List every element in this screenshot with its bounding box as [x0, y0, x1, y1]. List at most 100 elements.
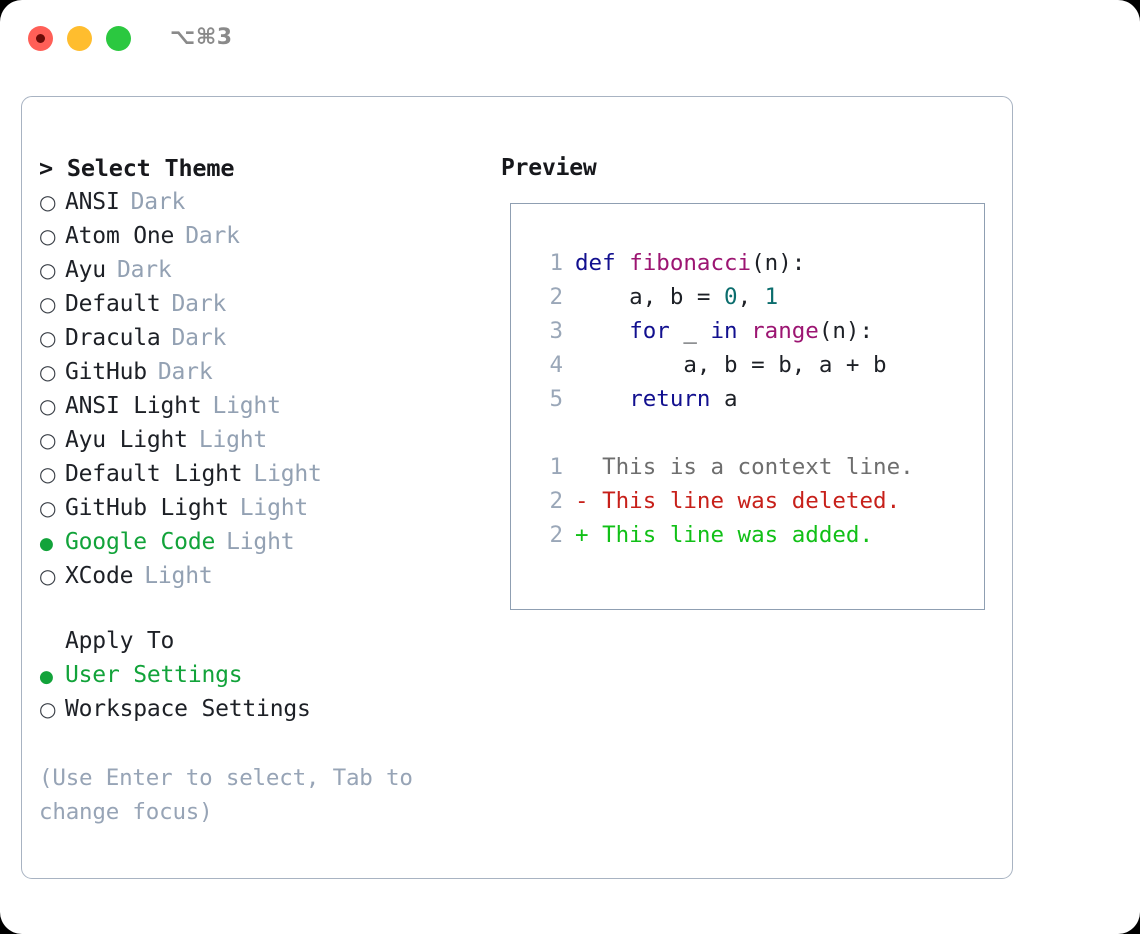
radio-unselected-icon[interactable]: ○: [39, 394, 57, 418]
theme-item-variant-tag: Dark: [185, 223, 240, 249]
code-line-content: return a: [575, 382, 738, 416]
theme-item-variant-tag: Light: [253, 461, 322, 487]
diff-marker: [575, 450, 602, 484]
theme-item-label: Ayu Light: [65, 427, 188, 453]
radio-unselected-icon[interactable]: ○: [39, 697, 57, 721]
code-line: 5 return a: [533, 382, 914, 416]
code-token: [575, 386, 629, 412]
radio-unselected-icon[interactable]: ○: [39, 190, 57, 214]
code-token: range: [751, 318, 819, 344]
minimize-button[interactable]: [67, 26, 92, 51]
code-line-content: for _ in range(n):: [575, 314, 873, 348]
theme-item-variant-tag: Light: [239, 495, 309, 521]
code-token: fibonacci: [629, 250, 752, 276]
diff-marker: +: [575, 522, 603, 548]
code-token: (n):: [818, 318, 874, 344]
code-token: _: [669, 318, 711, 344]
theme-item-label: Default Light: [65, 461, 243, 487]
diff-line-content: This line was deleted.: [602, 488, 901, 514]
theme-item-label: ANSI: [65, 189, 120, 215]
theme-item-github-light[interactable]: ○ GitHub Light Light: [39, 491, 484, 525]
line-number: 5: [549, 386, 563, 412]
theme-selector-header: > Select Theme: [39, 154, 235, 182]
code-line: 2 a, b = 0, 1: [533, 280, 914, 314]
theme-item-label: GitHub: [65, 359, 147, 385]
code-line: 1 def fibonacci(n):: [533, 246, 914, 280]
line-number: 3: [549, 318, 563, 344]
theme-item-xcode[interactable]: ○ XCode Light: [39, 559, 484, 593]
theme-item-ayu[interactable]: ○ Ayu Dark: [39, 253, 484, 287]
theme-item-dracula[interactable]: ○ Dracula Dark: [39, 321, 484, 355]
diff-line: 1 This is a context line.: [533, 450, 914, 484]
apply-to-group: Apply To ● User Settings ○ Workspace Settin…: [39, 624, 484, 726]
theme-item-variant-tag: Dark: [157, 359, 213, 385]
code-token: for: [629, 318, 670, 344]
apply-to-header: Apply To: [65, 628, 175, 654]
code-token: [575, 318, 629, 344]
radio-unselected-icon[interactable]: ○: [39, 224, 57, 248]
apply-to-option-label: User Settings: [65, 662, 243, 688]
theme-item-ansi[interactable]: ○ ANSI Dark: [39, 185, 484, 219]
theme-item-label: XCode: [65, 563, 134, 589]
theme-item-ayu-light[interactable]: ○ Ayu Light Light: [39, 423, 484, 457]
code-token: [738, 318, 752, 344]
apply-to-option-workspace-settings[interactable]: ○ Workspace Settings: [39, 692, 484, 726]
theme-item-label: GitHub Light: [65, 495, 229, 521]
window-shortcut-label: ⌥⌘3: [170, 25, 233, 50]
theme-item-atom-one[interactable]: ○ Atom One Dark: [39, 219, 484, 253]
theme-item-default-light[interactable]: ○ Default Light Light: [39, 457, 484, 491]
radio-unselected-icon[interactable]: ○: [39, 326, 57, 350]
code-token: return: [629, 386, 711, 412]
line-number: 1: [549, 250, 563, 276]
theme-item-variant-tag: Light: [144, 563, 213, 589]
maximize-button[interactable]: [106, 26, 131, 51]
theme-item-label: Ayu: [65, 257, 106, 283]
radio-unselected-icon[interactable]: ○: [39, 462, 57, 486]
line-number: 2: [549, 488, 563, 514]
radio-unselected-icon[interactable]: ○: [39, 428, 57, 452]
code-token: 0: [724, 284, 738, 310]
theme-item-label: Default: [65, 291, 161, 317]
theme-item-variant-tag: Light: [226, 529, 295, 555]
code-line-content: a, b = 0, 1: [575, 280, 778, 314]
theme-item-variant-tag: Dark: [171, 325, 227, 351]
theme-item-label: Atom One: [65, 223, 175, 249]
theme-item-variant-tag: Dark: [130, 189, 186, 215]
code-token: a, b =: [575, 284, 725, 310]
diff-marker: -: [575, 488, 603, 514]
radio-unselected-icon[interactable]: ○: [39, 258, 57, 282]
line-number: 1: [549, 454, 563, 480]
apply-to-option-label: Workspace Settings: [65, 696, 311, 722]
diff-line-content: This is a context line.: [602, 454, 914, 480]
radio-selected-icon[interactable]: ●: [39, 534, 54, 554]
theme-item-github[interactable]: ○ GitHub Dark: [39, 355, 484, 389]
theme-item-variant-tag: Dark: [116, 257, 172, 283]
theme-item-label: Dracula: [65, 325, 161, 351]
radio-unselected-icon[interactable]: ○: [39, 564, 57, 588]
code-token: ,: [737, 284, 765, 310]
apply-to-list[interactable]: ● User Settings ○ Workspace Settings: [39, 658, 484, 726]
radio-unselected-icon[interactable]: ○: [39, 496, 57, 520]
code-line-content: def fibonacci(n):: [575, 246, 805, 280]
close-icon: [36, 34, 45, 43]
radio-unselected-icon[interactable]: ○: [39, 292, 57, 316]
theme-item-variant-tag: Light: [198, 427, 268, 453]
theme-item-label: ANSI Light: [65, 393, 202, 419]
code-spacer: [533, 416, 914, 450]
code-token: (n):: [751, 250, 806, 276]
code-token: a: [710, 386, 738, 412]
diff-sample: 1 This is a context line. 2- This line wa…: [533, 450, 914, 552]
apply-to-option-user-settings[interactable]: ● User Settings: [39, 658, 484, 692]
radio-unselected-icon[interactable]: ○: [39, 360, 57, 384]
radio-selected-icon[interactable]: ●: [39, 667, 54, 687]
preview-header: Preview: [501, 155, 597, 181]
code-token: def: [575, 250, 630, 276]
